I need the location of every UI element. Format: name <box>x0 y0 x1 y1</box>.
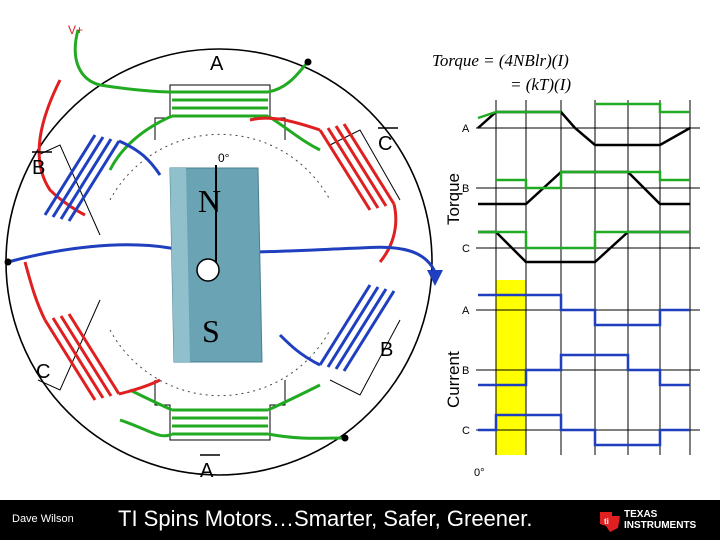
pole-shoes <box>37 84 401 441</box>
phase-label-upper-right: C <box>378 133 392 155</box>
winding-b-lower <box>318 284 396 372</box>
zero-degree-highlight <box>496 280 526 455</box>
phase-label-lower-left: C <box>36 361 50 383</box>
ti-logo: ti TEXAS INSTRUMENTS <box>598 508 716 534</box>
ti-wordmark: TEXAS INSTRUMENTS <box>624 509 696 531</box>
terminal-dots <box>4 58 349 442</box>
rotor-shaft <box>196 258 220 282</box>
rotor-south-label: S <box>202 313 220 349</box>
angle-marker: 0° <box>218 151 230 165</box>
phase-c-wires <box>23 79 398 396</box>
waveform-panel <box>476 100 700 455</box>
brand-line-2: INSTRUMENTS <box>624 520 697 531</box>
rotor <box>169 165 263 363</box>
phase-label-top: A <box>210 53 224 75</box>
winding-a-top <box>172 90 268 118</box>
author-name: Dave Wilson <box>12 513 74 525</box>
winding-c-lower <box>43 313 121 401</box>
torque-trace-b: B <box>462 183 469 195</box>
torque-axis-label: Torque <box>444 173 463 225</box>
current-trace-a: A <box>462 305 470 317</box>
tagline: TI Spins Motors…Smarter, Safer, Greener. <box>118 506 533 531</box>
rotor-north-label: N <box>198 183 221 219</box>
winding-c-upper <box>318 123 396 211</box>
phase-label-upper-left: B <box>32 157 45 179</box>
equation-line-2: = (kT)(I) <box>510 75 571 94</box>
current-trace-c: C <box>462 425 470 437</box>
waveform-grid <box>495 100 691 455</box>
torque-trace-a: A <box>462 123 470 135</box>
ti-logo-icon: ti <box>600 512 620 532</box>
supply-label: V+ <box>68 23 83 37</box>
winding-a-bottom <box>172 408 268 436</box>
blue-arrow-icon <box>427 270 443 286</box>
current-axis-label: Current <box>444 351 463 408</box>
torque-trace-c: C <box>462 243 470 255</box>
current-trace-b: B <box>462 365 469 377</box>
winding-b-upper <box>43 134 121 222</box>
phase-label-lower-right: B <box>380 339 393 361</box>
phase-label-bottom: A <box>200 460 214 482</box>
brand-line-1: TEXAS <box>624 509 658 520</box>
equation-line-1: Torque = (4NBlr)(I) <box>432 51 569 70</box>
zero-marker: 0° <box>474 467 485 479</box>
footer-bar: Dave Wilson TI Spins Motors…Smarter, Saf… <box>0 500 720 540</box>
svg-text:ti: ti <box>604 517 609 526</box>
phase-b-wires <box>7 139 437 367</box>
